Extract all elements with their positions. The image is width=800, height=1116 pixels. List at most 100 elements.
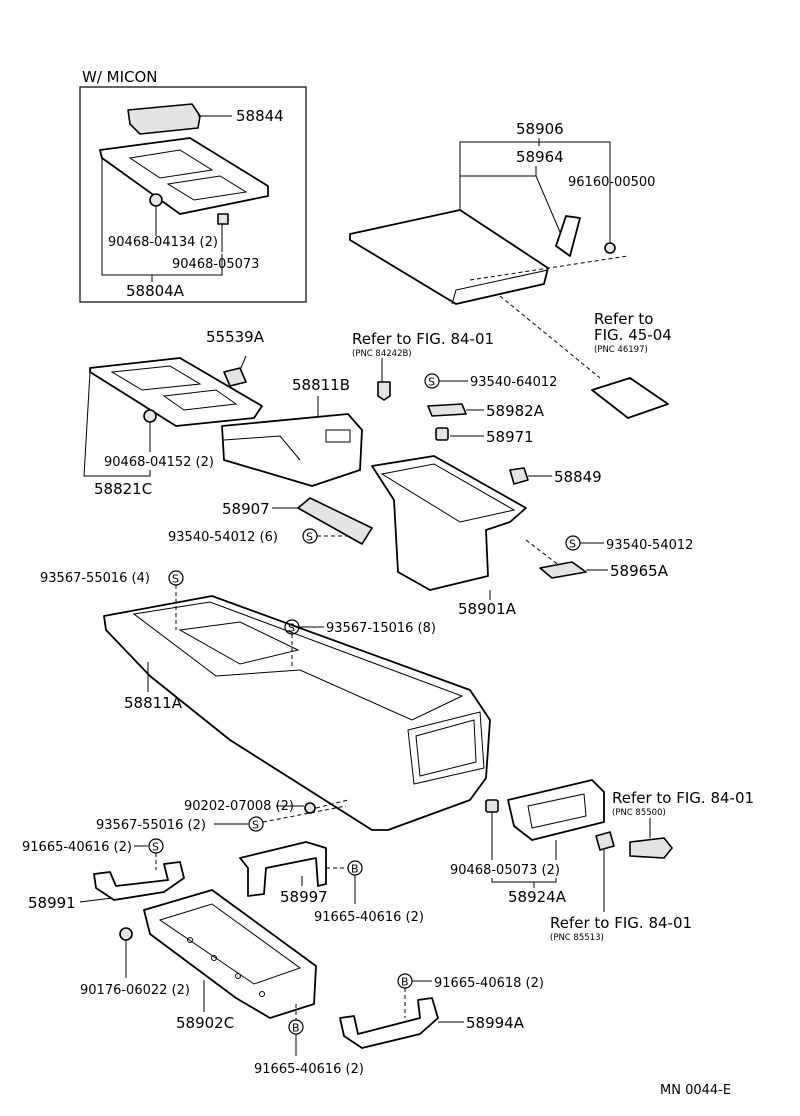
bracket-58965A-shape <box>539 561 587 579</box>
nut-icon <box>604 242 616 254</box>
clip-05073-icon <box>485 799 499 813</box>
bezel-58924A: Refer to FIG. 84-01 (PNC 85500) Refer to… <box>450 779 754 943</box>
bracket-58982A-icon <box>427 403 467 417</box>
clip-icon-2 <box>217 213 229 225</box>
small-parts-a: S 93540-64012 58982A 58971 <box>424 373 557 446</box>
label-90468-05073-b: 90468-05073 (2) <box>450 863 560 878</box>
clip-icon <box>149 193 163 207</box>
label-58804A: 58804A <box>126 282 185 300</box>
svg-text:S: S <box>288 622 295 635</box>
diagram-code: MN 0044-E <box>660 1083 731 1098</box>
label-93540-54012-c: 93540-54012 <box>606 538 693 553</box>
label-96160-00500: 96160-00500 <box>568 175 655 190</box>
label-90202-07008: 90202-07008 (2) <box>184 799 294 814</box>
svg-text:B: B <box>401 976 409 989</box>
label-90176-06022: 90176-06022 (2) <box>80 983 190 998</box>
label-58965A: 58965A <box>610 562 669 580</box>
label-55539A: 55539A <box>206 328 265 346</box>
main-console: S 93567-55016 (4) S 93567-15016 (8) 5881… <box>40 570 491 831</box>
svg-text:S: S <box>428 376 435 389</box>
hinge-bracket-shape <box>555 215 581 257</box>
label-58849: 58849 <box>554 468 602 486</box>
label-58971: 58971 <box>486 428 534 446</box>
label-58844: 58844 <box>236 107 284 125</box>
label-90468-04134: 90468-04134 (2) <box>108 235 218 250</box>
ref2-line1: Refer to <box>594 310 653 328</box>
label-93567-55016-4: 93567-55016 (4) <box>40 571 150 586</box>
label-58811B: 58811B <box>292 376 350 394</box>
bumper-58971-icon <box>435 427 449 441</box>
mat-shape <box>591 377 669 419</box>
ref3-pnc: (PNC 85500) <box>612 808 666 818</box>
switch-panel-shape <box>127 103 201 135</box>
lid-shape <box>349 209 549 305</box>
label-91665-40618: 91665-40618 (2) <box>434 976 544 991</box>
label-91665-40616-a: 91665-40616 (2) <box>22 840 132 855</box>
label-58906: 58906 <box>516 120 564 138</box>
clip-55539A-icon <box>223 367 247 387</box>
label-58997: 58997 <box>280 888 328 906</box>
label-58811A: 58811A <box>124 694 183 712</box>
inset-tray-shape <box>99 137 269 215</box>
cover-58811B: 58811B <box>221 376 363 487</box>
svg-text:B: B <box>292 1022 300 1035</box>
bracket-58994A: B 91665-40618 (2) 58994A <box>339 973 544 1049</box>
ref2-line2: FIG. 45-04 <box>594 326 672 344</box>
inset-title: W/ MICON <box>82 68 158 86</box>
label-93567-55016-2: 93567-55016 (2) <box>96 818 206 833</box>
ref1-main: Refer to FIG. 84-01 <box>352 330 494 348</box>
label-93540-54012-6: 93540-54012 (6) <box>168 530 278 545</box>
label-58902C: 58902C <box>176 1014 234 1032</box>
ref4-pnc: (PNC 85513) <box>550 933 604 943</box>
ref4-main: Refer to FIG. 84-01 <box>550 914 692 932</box>
storage-box: 58849 58901A <box>371 455 602 618</box>
base-bracket: 90176-06022 (2) 58902C B 91665-40616 (2) <box>80 889 364 1077</box>
lamp-icon <box>377 381 391 401</box>
label-58821C: 58821C <box>94 480 152 498</box>
front-tray: 55539A 90468-04152 (2) 58821C <box>83 328 265 498</box>
lighter-icon <box>629 837 673 859</box>
label-93540-64012-a: 93540-64012 <box>470 375 557 390</box>
ref2-pnc: (PNC 46197) <box>594 345 648 355</box>
bracket-58997: B 58997 91665-40616 (2) <box>239 841 424 925</box>
svg-text:S: S <box>152 841 159 854</box>
label-58982A: 58982A <box>486 402 545 420</box>
ref-fig-84-01-a: Refer to FIG. 84-01 (PNC 84242B) <box>352 330 494 401</box>
label-91665-40616-d: 91665-40616 (2) <box>254 1062 364 1077</box>
clip-90176-icon <box>119 927 133 941</box>
ref1-pnc: (PNC 84242B) <box>352 349 412 359</box>
bezel-58924A-shape <box>507 779 605 841</box>
label-90468-04152: 90468-04152 (2) <box>104 455 214 470</box>
console-fasteners: 90202-07008 (2) 93567-55016 (2) S <box>96 799 349 833</box>
bracket-58994A-shape <box>339 997 439 1049</box>
clip-04152-icon <box>143 409 157 423</box>
washer-icon <box>304 802 316 814</box>
socket-icon <box>595 831 615 851</box>
label-90468-05073-a: 90468-05073 <box>172 257 259 272</box>
svg-text:S: S <box>306 531 313 544</box>
svg-text:S: S <box>172 573 179 586</box>
label-93567-15016: 93567-15016 (8) <box>326 621 436 636</box>
bracket-58991: 91665-40616 (2) S 58991 <box>22 838 185 912</box>
storage-box-shape <box>371 455 527 591</box>
bracket-58907: 58907 S 93540-54012 (6) <box>168 497 373 545</box>
label-58994A: 58994A <box>466 1014 525 1032</box>
ref-fig-45-04: Refer to FIG. 45-04 (PNC 46197) <box>591 310 672 419</box>
label-58964: 58964 <box>516 148 564 166</box>
screw-symbol-icon <box>248 816 264 832</box>
knob-58849-icon <box>509 467 529 485</box>
console-shape <box>103 595 491 831</box>
inset-border <box>79 86 307 303</box>
label-58991: 58991 <box>28 894 76 912</box>
label-58924A: 58924A <box>508 888 567 906</box>
bracket-58997-shape <box>239 841 327 897</box>
svg-text:S: S <box>252 819 259 832</box>
svg-text:S: S <box>569 538 576 551</box>
ref3-main: Refer to FIG. 84-01 <box>612 789 754 807</box>
bracket-58965A: S 93540-54012 58965A <box>539 535 693 580</box>
label-91665-40616-b: 91665-40616 (2) <box>314 910 424 925</box>
bracket-58907-shape <box>297 497 373 545</box>
label-58901A: 58901A <box>458 600 517 618</box>
svg-text:B: B <box>351 863 359 876</box>
